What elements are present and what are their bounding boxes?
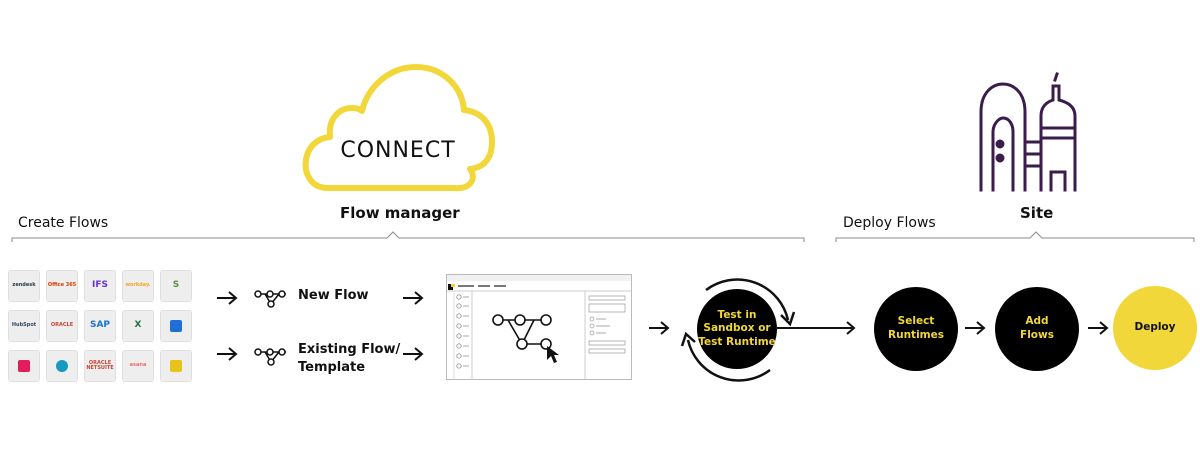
arrow-right-icon xyxy=(217,347,238,361)
workday-logo-icon[interactable]: workday. xyxy=(122,270,154,302)
shopify-logo-icon[interactable]: S xyxy=(160,270,192,302)
connect-cloud: CONNECT xyxy=(300,62,495,192)
asana-logo-text: asana xyxy=(129,362,147,369)
shopify-logo-text: S xyxy=(172,280,180,291)
test-line1: Test in xyxy=(717,308,757,321)
site-label: Site xyxy=(1020,204,1054,222)
workday-logo-text: workday. xyxy=(125,282,151,289)
deploy-flows-label: Deploy Flows xyxy=(843,215,936,231)
cycle-arrows-icon xyxy=(680,278,796,382)
netsuite-logo-icon[interactable]: ORACLE NETSUITE xyxy=(84,350,116,382)
arrow-right-icon xyxy=(1088,321,1109,335)
sharepoint-logo-text xyxy=(170,360,182,372)
existing-flow-line2: Template xyxy=(298,359,366,375)
arrow-right-icon xyxy=(649,321,670,335)
add-line2: Flows xyxy=(1020,329,1054,341)
sap-logo-icon[interactable]: SAP xyxy=(84,310,116,342)
excel-logo-icon[interactable]: X xyxy=(122,310,154,342)
deploy-step[interactable]: Deploy xyxy=(1113,286,1197,370)
new-flow-label[interactable]: New Flow xyxy=(298,288,369,303)
deploy-label: Deploy xyxy=(1134,321,1176,334)
asana-logo-icon[interactable]: asana xyxy=(122,350,154,382)
office365-logo-text: Office 365 xyxy=(47,282,77,289)
ifs-logo-icon[interactable]: IFS xyxy=(84,270,116,302)
flow-manager-label: Flow manager xyxy=(340,204,460,222)
sharepoint-logo-icon[interactable] xyxy=(160,350,192,382)
select-line1: Select xyxy=(897,315,935,328)
arrow-right-icon xyxy=(965,321,986,335)
create-flows-bracket xyxy=(11,231,805,242)
office365-logo-icon[interactable]: Office 365 xyxy=(46,270,78,302)
arrow-right-icon xyxy=(776,321,856,335)
test-sandbox-step[interactable]: Test in Sandbox or Test Runtime xyxy=(697,289,777,369)
salesforce-logo-text xyxy=(56,360,68,372)
existing-flow-line1: Existing Flow/ xyxy=(298,342,401,357)
salesforce-logo-icon[interactable] xyxy=(46,350,78,382)
oracle-logo-text: ORACLE xyxy=(50,322,74,329)
zendesk-logo-text: zendesk xyxy=(12,282,36,289)
existing-flow-template-label[interactable]: Existing Flow/ Template xyxy=(298,341,400,376)
deploy-flows-bracket xyxy=(835,231,1195,242)
trello-logo-text xyxy=(170,320,182,332)
site-refinery-icon xyxy=(975,72,1090,192)
arrow-right-icon xyxy=(403,291,424,305)
slack-logo-icon[interactable] xyxy=(8,350,40,382)
trello-logo-icon[interactable] xyxy=(160,310,192,342)
test-line2: Sandbox or xyxy=(703,322,771,335)
arrow-right-icon xyxy=(217,291,238,305)
hubspot-logo-icon[interactable]: HubSpot xyxy=(8,310,40,342)
flow-graph-icon xyxy=(254,348,286,366)
test-line3: Test Runtime xyxy=(698,335,776,348)
add-flows-step[interactable]: Add Flows xyxy=(995,287,1079,371)
select-line2: Runtimes xyxy=(888,329,944,341)
ifs-logo-text: IFS xyxy=(92,280,108,291)
add-line1: Add xyxy=(1025,315,1049,328)
sap-logo-text: SAP xyxy=(89,320,111,331)
hubspot-logo-text: HubSpot xyxy=(11,322,37,329)
connect-logo-text: CONNECT xyxy=(340,138,456,163)
flow-manager-screenshot xyxy=(446,274,632,380)
create-flows-label: Create Flows xyxy=(18,215,109,231)
oracle-netsuite-logo-text: ORACLE NETSUITE xyxy=(86,359,114,371)
oracle-logo-icon[interactable]: ORACLE xyxy=(46,310,78,342)
excel-logo-text: X xyxy=(134,320,142,331)
slack-logo-text xyxy=(18,360,30,372)
flow-graph-icon xyxy=(254,290,286,308)
zendesk-logo-icon[interactable]: zendesk xyxy=(8,270,40,302)
cloud-icon xyxy=(302,64,495,192)
arrow-right-icon xyxy=(403,347,424,361)
select-runtimes-step[interactable]: Select Runtimes xyxy=(874,287,958,371)
